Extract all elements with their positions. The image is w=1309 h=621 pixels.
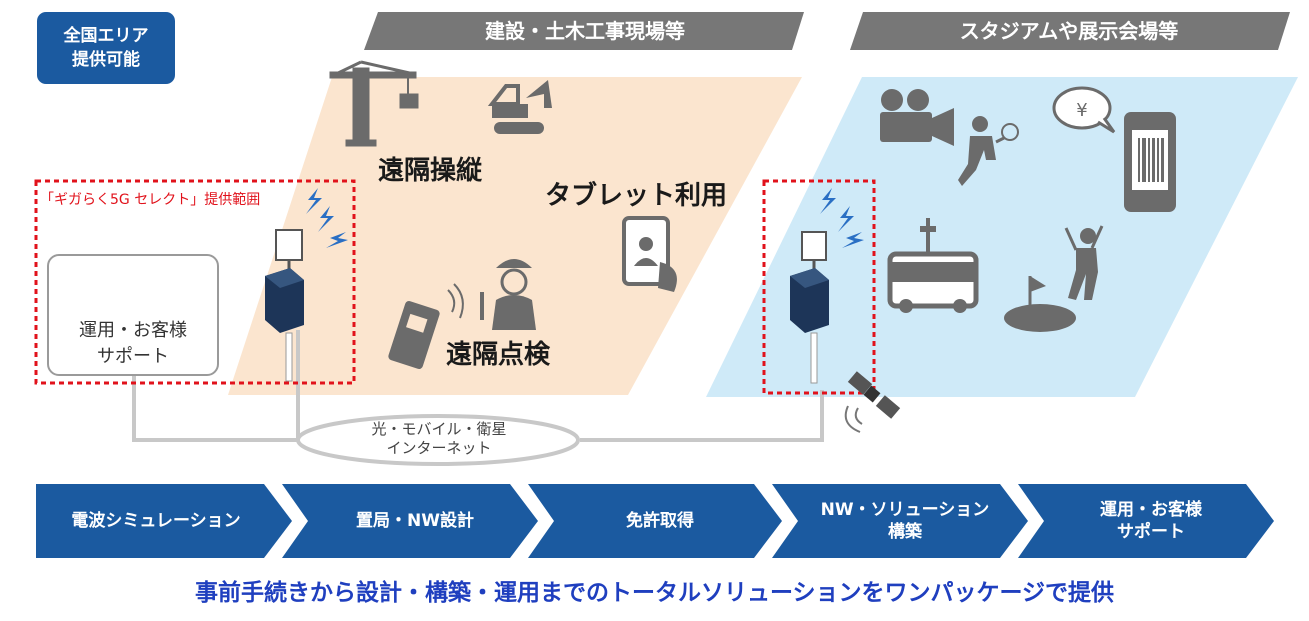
- support-link-line: [132, 372, 300, 442]
- step-5-line-2: サポート: [1117, 522, 1185, 542]
- support-line-1: 運用・お客様: [79, 320, 187, 341]
- antenna-unit-icon: [265, 229, 304, 382]
- support-line-2: サポート: [97, 346, 169, 367]
- bus-icon: [887, 218, 979, 313]
- excavator-icon: [487, 80, 552, 134]
- antenna-unit-icon-right: [790, 231, 829, 384]
- remote-control-label: 遠隔操縦: [378, 156, 483, 186]
- step-4-line-1: NW・ソリューション: [820, 500, 990, 520]
- step-2-line-1: 置局・NW設計: [356, 511, 474, 531]
- radio-icon: [388, 283, 464, 370]
- step-1: 電波シミュレーション: [36, 484, 276, 558]
- support-box: [47, 254, 219, 376]
- step-shape-3: [528, 484, 782, 558]
- step-3-line-1: 免許取得: [626, 511, 694, 531]
- step-shape-2: [282, 484, 538, 558]
- stadium-header: スタジアムや展示会場等: [959, 19, 1179, 43]
- golf-icon: [1004, 276, 1076, 332]
- step-shape-5: [1018, 484, 1274, 558]
- barcode-phone-icon: [1124, 112, 1176, 212]
- right-link-line: [580, 390, 824, 442]
- step-3: 免許取得: [546, 484, 774, 558]
- worker-icon: [480, 259, 536, 330]
- remote-inspection-label: 遠隔点検: [446, 340, 551, 370]
- badge-line-1: 全国エリア: [63, 26, 149, 46]
- step-shape-1: [36, 484, 292, 558]
- step-5-line-1: 運用・お客様: [1100, 500, 1202, 520]
- crane-icon: [329, 60, 419, 147]
- nationwide-badge: 全国エリア 提供可能: [37, 12, 175, 84]
- golfer-icon: [1064, 225, 1104, 300]
- step-2: 置局・NW設計: [300, 484, 530, 558]
- tennis-player-icon: [958, 116, 1019, 186]
- footer-tagline: 事前手続きから設計・構築・運用までのトータルソリューションをワンパッケージで提供: [194, 580, 1115, 606]
- yen-bubble-icon: ¥: [1052, 86, 1116, 134]
- construction-header: 建設・土木工事現場等: [485, 19, 685, 43]
- network-line-2: インターネット: [386, 439, 492, 457]
- step-4-line-2: 構築: [888, 522, 922, 542]
- coverage-label: 「ギガらく5G セレクト」提供範囲: [40, 192, 261, 208]
- construction-zone: [228, 77, 802, 395]
- tablet-use-label: タブレット利用: [545, 181, 728, 211]
- internet-cloud: [296, 414, 580, 466]
- coverage-box-left: [34, 179, 356, 385]
- stadium-zone: [706, 77, 1298, 397]
- step-shape-4: [772, 484, 1028, 558]
- stadium-header-bg: [850, 12, 1290, 50]
- svg-text:¥: ¥: [1076, 100, 1087, 121]
- network-label: 光・モバイル・衛星 インターネット: [298, 420, 580, 458]
- step-5: 運用・お客様 サポート: [1036, 484, 1266, 558]
- badge-line-2: 提供可能: [72, 50, 140, 70]
- step-4: NW・ソリューション 構築: [790, 484, 1020, 558]
- satellite-icon: [844, 371, 901, 433]
- lightning-icon: [306, 188, 864, 248]
- support-text: 運用・お客様 サポート: [47, 318, 219, 370]
- smartphone-face-icon: [622, 216, 677, 292]
- network-line-1: 光・モバイル・衛星: [371, 420, 507, 438]
- step-1-line-1: 電波シミュレーション: [71, 511, 241, 531]
- movie-camera-icon: [880, 89, 954, 146]
- construction-header-bg: [364, 12, 804, 50]
- coverage-box-right: [762, 179, 876, 395]
